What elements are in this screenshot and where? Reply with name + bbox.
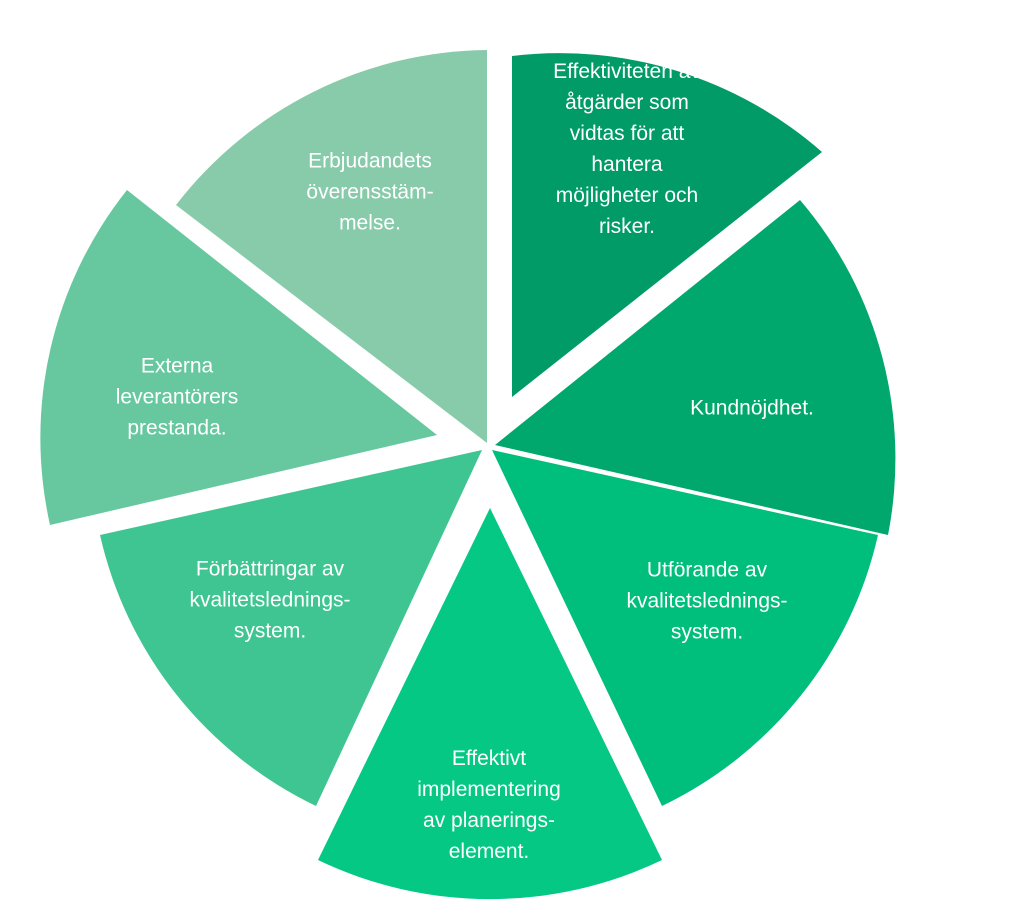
label-line: Effektiviteten av <box>553 60 701 83</box>
segment-utforande <box>492 450 878 806</box>
label-line: system. <box>233 619 307 643</box>
label-line: system. <box>670 620 744 644</box>
label-line: prestanda. <box>127 416 227 440</box>
segment-kundnojdhet <box>495 200 896 535</box>
label-line: av planerings- <box>423 809 555 832</box>
label-line: Utförande av <box>646 558 768 582</box>
label-line: risker. <box>598 215 655 238</box>
label-erbjudandets: Erbjudandets överensstäm- melse. <box>306 146 433 239</box>
label-kundnojdhet: Kundnöjdhet. <box>690 393 814 424</box>
label-externa: Externa leverantörers prestanda. <box>116 351 239 444</box>
label-line: melse. <box>339 211 401 235</box>
label-line: Effektivt <box>451 747 527 770</box>
segment-forbattringar <box>100 450 482 806</box>
label-line: element. <box>448 840 530 863</box>
label-line: Externa <box>140 354 214 378</box>
label-line: leverantörers <box>115 385 239 409</box>
label-line: åtgärder som <box>565 91 689 114</box>
label-line: Förbättringar av <box>195 557 345 581</box>
segment-effektivt-implementering <box>318 508 662 900</box>
label-effektivt-implementering: Effektivt implementering av planerings- … <box>417 743 561 867</box>
label-line: kvalitetslednings- <box>626 589 788 613</box>
label-line: kvalitetslednings- <box>189 588 351 612</box>
label-line: implementering <box>417 778 561 801</box>
label-line: hantera <box>591 153 663 176</box>
label-line: överensstäm- <box>306 180 434 204</box>
label-utforande: Utförande av kvalitetslednings- system. <box>626 555 787 648</box>
segment-effektiviteten <box>512 53 822 397</box>
label-line: vidtas för att <box>569 122 685 145</box>
label-forbattringar: Förbättringar av kvalitetslednings- syst… <box>189 554 350 647</box>
segment-externa <box>40 190 438 525</box>
label-line: möjligheter och <box>555 184 699 207</box>
label-line: Kundnöjdhet. <box>690 396 814 420</box>
label-line: Erbjudandets <box>308 149 432 173</box>
label-effektiviteten: Effektiviteten av åtgärder som vidtas fö… <box>553 56 701 242</box>
segment-erbjudandets <box>176 50 487 443</box>
